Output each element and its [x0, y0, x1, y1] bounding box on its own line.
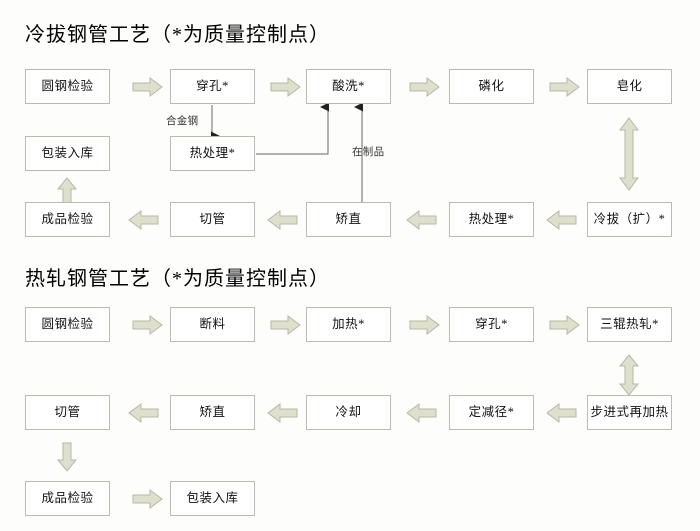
- arrow-left-3: [406, 210, 437, 230]
- diagram-2-title: 热轧钢管工艺（*为质量控制点）: [25, 268, 330, 290]
- node-rechuli-2[interactable]: 热处理*: [449, 202, 534, 237]
- node-qieguan-1[interactable]: 切管: [170, 202, 255, 237]
- connector-rechuli-to-suanxi: [256, 102, 329, 155]
- node-linhua[interactable]: 磷化: [449, 69, 534, 104]
- arrow-right-9: [132, 489, 163, 509]
- node-chuankong-2[interactable]: 穿孔*: [449, 307, 534, 342]
- arrow-right-7: [409, 315, 440, 335]
- node-jiaozhi-1[interactable]: 矫直: [306, 202, 391, 237]
- arrow-right-1: [132, 77, 163, 97]
- edge-label-alloy-steel: 合金钢: [166, 116, 199, 127]
- arrow-left-2: [267, 210, 298, 230]
- arrow-left-8: [546, 403, 577, 423]
- node-lengba-kuo[interactable]: 冷拔（扩）*: [587, 202, 672, 237]
- arrow-right-4: [549, 77, 580, 97]
- node-bujinshizaijiare[interactable]: 步进式再加热: [587, 395, 672, 430]
- arrow-left-4: [546, 210, 577, 230]
- node-baozhuangruku-2[interactable]: 包装入库: [170, 481, 255, 516]
- arrow-right-8: [549, 315, 580, 335]
- node-chengpinjianyan-2[interactable]: 成品检验: [25, 481, 110, 516]
- node-duanliao[interactable]: 断料: [170, 307, 255, 342]
- arrow-down-1: [56, 442, 78, 472]
- arrow-double-vertical-1: [619, 117, 639, 191]
- node-sangunrezha[interactable]: 三辊热轧*: [587, 307, 672, 342]
- arrow-left-6: [267, 403, 298, 423]
- edge-label-work-in-progress: 在制品: [352, 147, 385, 158]
- node-baozhuangruku-1[interactable]: 包装入库: [25, 136, 110, 171]
- arrow-left-5: [128, 403, 159, 423]
- node-jiare[interactable]: 加热*: [306, 307, 391, 342]
- arrow-right-3: [409, 77, 440, 97]
- node-dingjianjing[interactable]: 定减径*: [449, 395, 534, 430]
- arrow-left-7: [406, 403, 437, 423]
- node-qieguan-2[interactable]: 切管: [25, 395, 110, 430]
- node-yuangangjianyan-1[interactable]: 圆钢检验: [25, 69, 110, 104]
- node-jiaozhi-2[interactable]: 矫直: [170, 395, 255, 430]
- node-chuankong-1[interactable]: 穿孔*: [170, 69, 255, 104]
- node-rechuli-1[interactable]: 热处理*: [170, 136, 255, 171]
- node-suanxi[interactable]: 酸洗*: [306, 69, 391, 104]
- arrow-right-6: [270, 315, 301, 335]
- node-chengpinjianyan-1[interactable]: 成品检验: [25, 202, 110, 237]
- arrow-left-1: [128, 210, 159, 230]
- node-zaohua[interactable]: 皂化: [587, 69, 672, 104]
- node-lengque[interactable]: 冷却: [306, 395, 391, 430]
- node-yuangangjianyan-2[interactable]: 圆钢检验: [25, 307, 110, 342]
- arrow-right-5: [132, 315, 163, 335]
- diagram-1-title: 冷拔钢管工艺（*为质量控制点）: [25, 24, 330, 46]
- arrow-double-vertical-2: [618, 354, 640, 396]
- arrow-right-2: [270, 77, 301, 97]
